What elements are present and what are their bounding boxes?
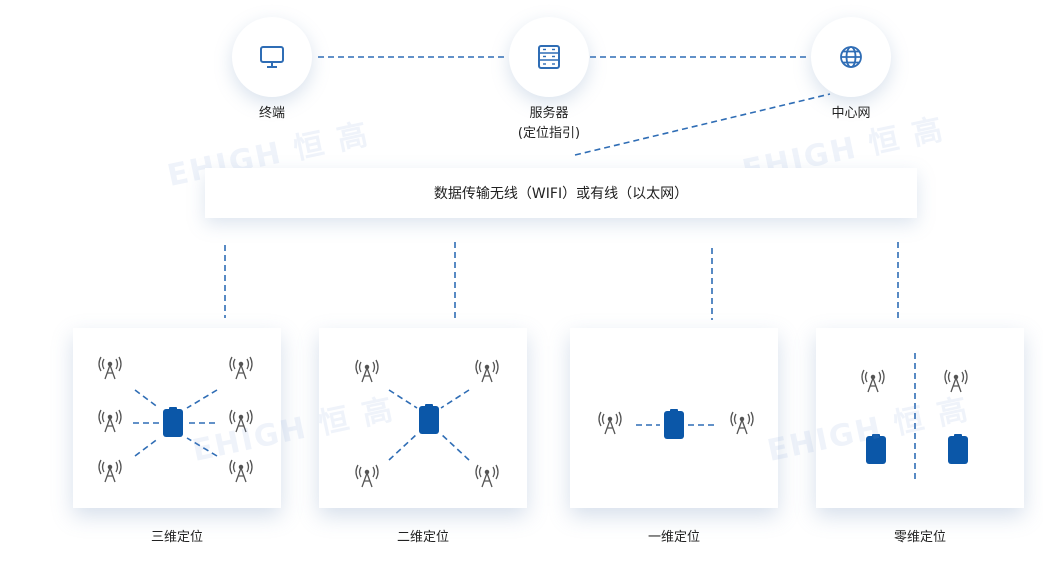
tag-icon: [948, 434, 968, 464]
card-2d-label: 二维定位: [396, 530, 450, 545]
server-label: 服务器: [529, 106, 569, 121]
card-3d: [73, 328, 281, 508]
transport-bar-label: 数据传输无线（WIFI）或有线（以太网）: [433, 186, 689, 202]
signal-line: [440, 389, 470, 409]
antenna-icon: [98, 409, 122, 433]
antenna-icon: [730, 411, 754, 435]
antenna-icon: [98, 459, 122, 483]
signal-line: [388, 433, 418, 461]
card-2d: [319, 328, 527, 508]
transport-bar: 数据传输无线（WIFI）或有线（以太网）: [205, 168, 917, 218]
antenna-icon: [598, 411, 622, 435]
tag-icon: [163, 407, 183, 437]
antenna-icon: [861, 369, 885, 393]
signal-line: [186, 389, 218, 409]
globe-icon: [840, 46, 862, 68]
card-3d-label: 三维定位: [150, 530, 204, 545]
signal-line: [134, 437, 160, 457]
terminal-node: [232, 17, 312, 97]
tag-icon: [866, 434, 886, 464]
signal-line: [134, 389, 160, 409]
server-icon: [538, 45, 560, 69]
terminal-label: 终端: [258, 106, 286, 121]
antenna-icon: [355, 359, 379, 383]
card-1d-label: 一维定位: [647, 530, 701, 545]
antenna-icon: [229, 409, 253, 433]
server-sublabel: (定位指引): [517, 126, 581, 141]
card-0d-label: 零维定位: [893, 530, 947, 545]
signal-line: [186, 437, 218, 457]
tag-icon: [664, 409, 684, 439]
center-label: 中心网: [831, 106, 871, 121]
center-bar-link: [574, 93, 831, 156]
signal-line: [440, 433, 470, 461]
antenna-icon: [475, 359, 499, 383]
server-node: [509, 17, 589, 97]
antenna-icon: [355, 464, 379, 488]
tag-icon: [419, 404, 439, 434]
card-0d: [816, 328, 1024, 508]
signal-line: [388, 389, 418, 409]
card-1d: [570, 328, 778, 508]
monitor-icon: [260, 46, 284, 68]
antenna-icon: [98, 356, 122, 380]
antenna-icon: [944, 369, 968, 393]
antenna-icon: [475, 464, 499, 488]
center-node: [811, 17, 891, 97]
antenna-icon: [229, 356, 253, 380]
antenna-icon: [229, 459, 253, 483]
